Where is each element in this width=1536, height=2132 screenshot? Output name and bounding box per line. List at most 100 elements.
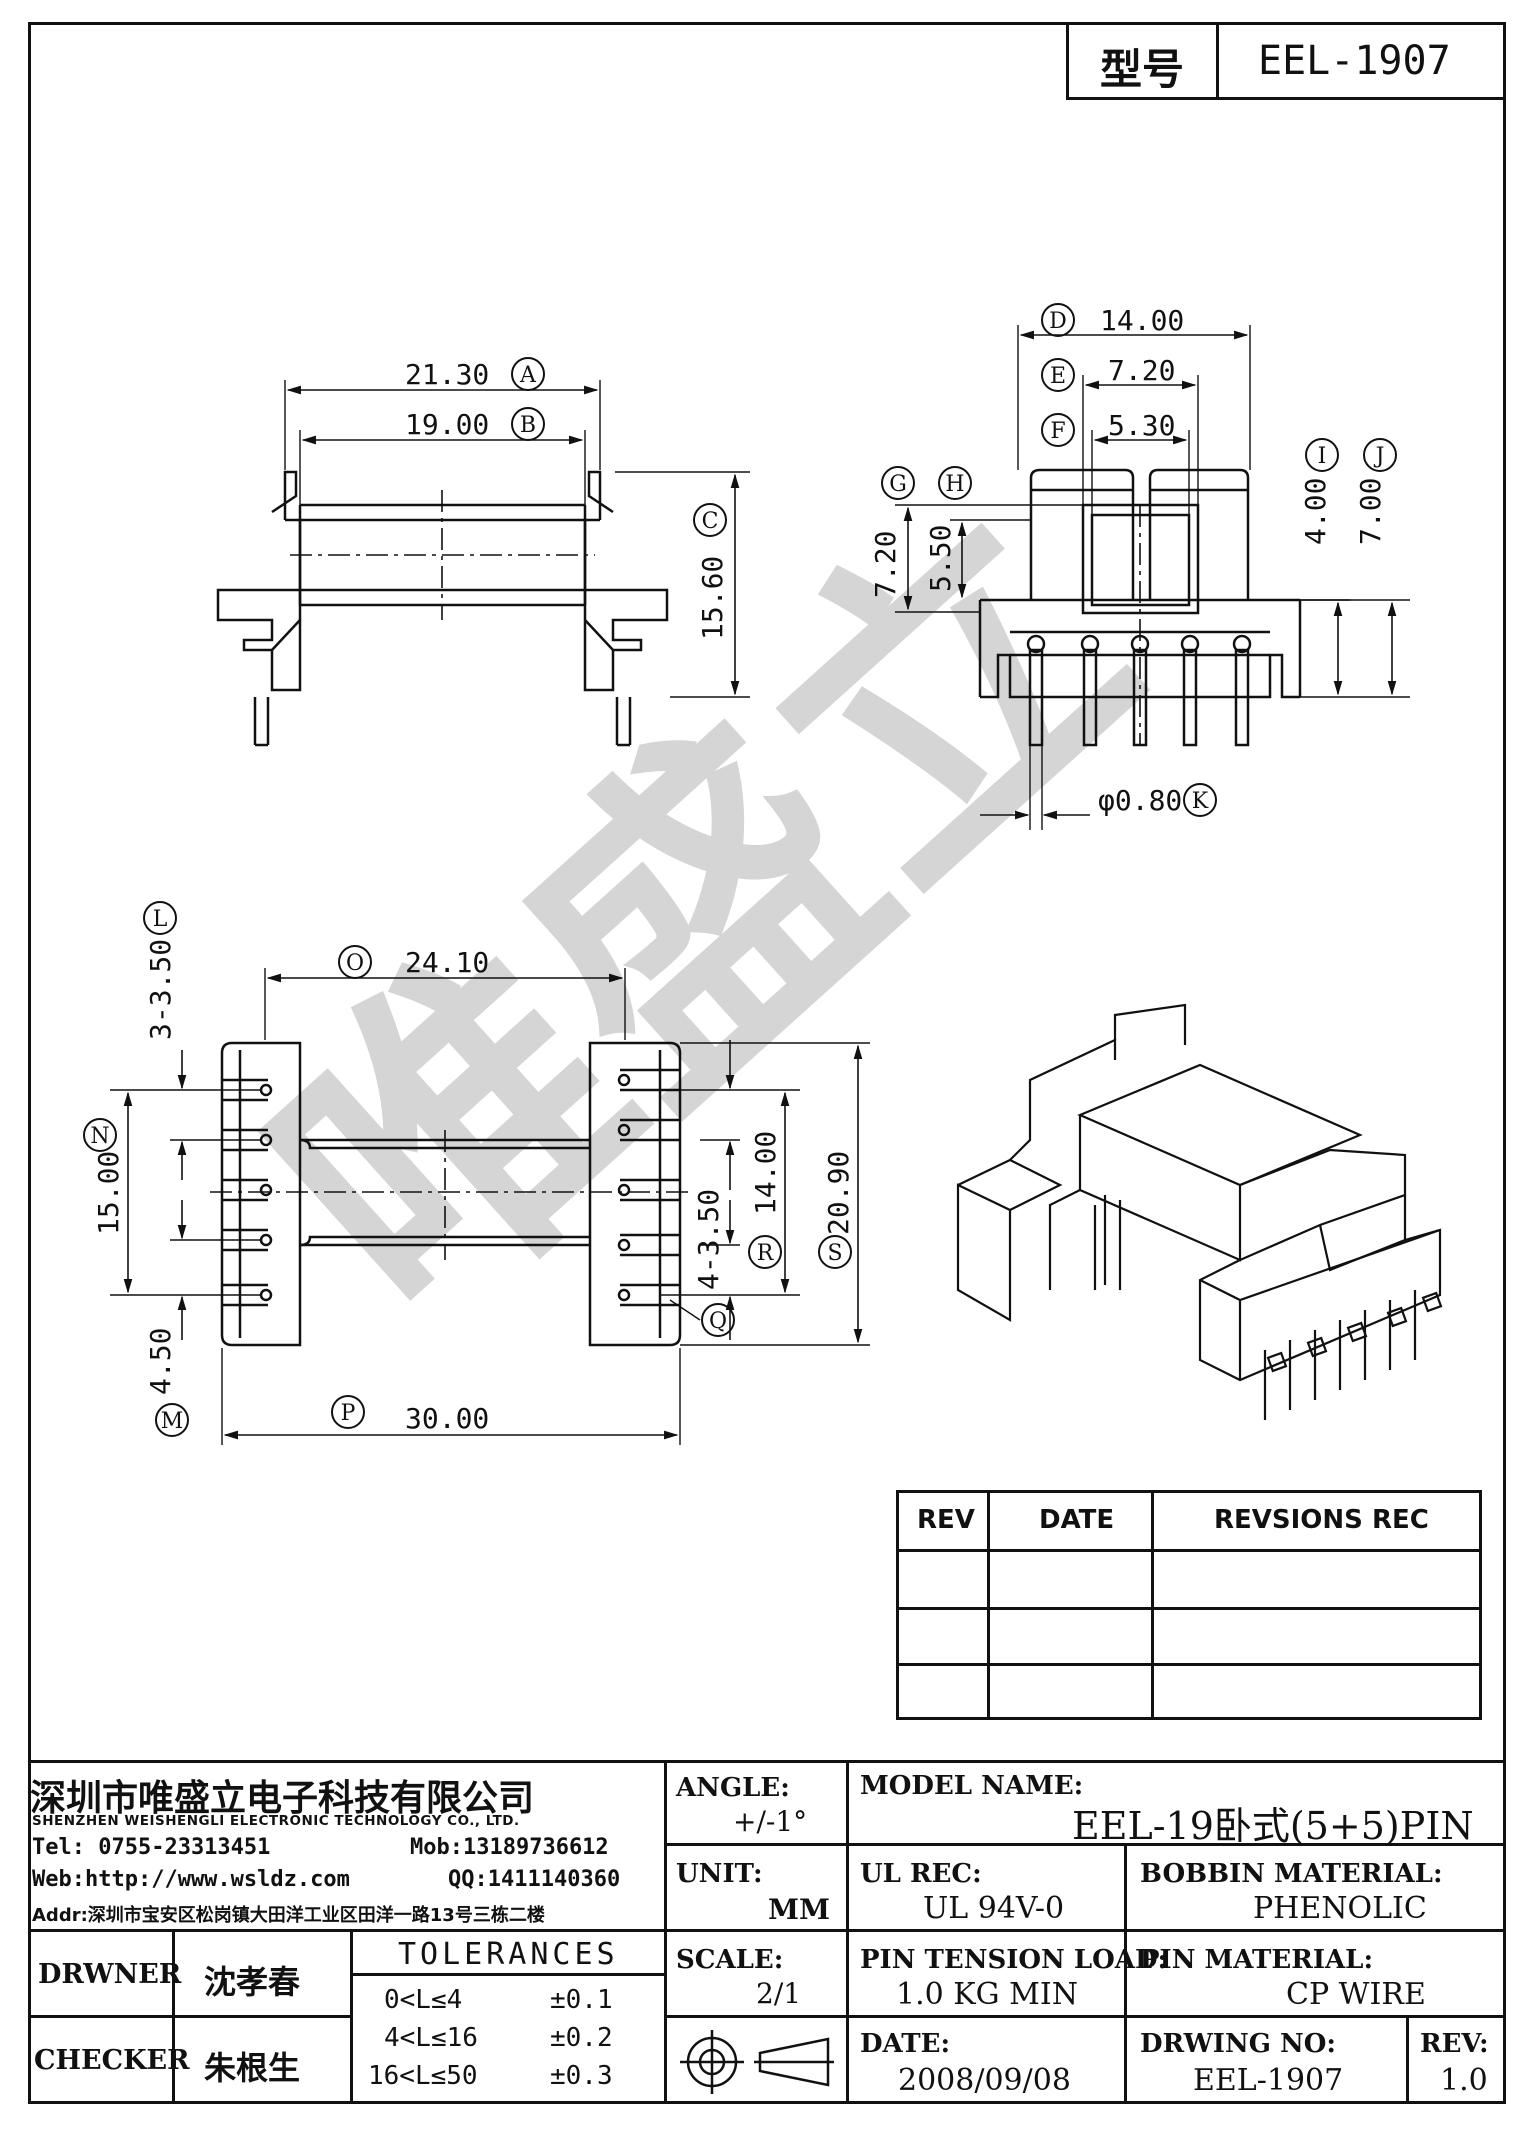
callout-c-letter: C — [702, 509, 719, 534]
pin-material-value: CP WIRE — [1286, 1977, 1426, 2012]
dim-l-value: 3-3.50 — [144, 939, 177, 1040]
callout-g-letter: G — [889, 472, 907, 497]
model-name-label: MODEL NAME: — [860, 1771, 1084, 1801]
ul-rec-label: UL REC: — [860, 1859, 982, 1889]
pin-tension-value: 1.0 KG MIN — [896, 1977, 1078, 2012]
callout-o: O — [338, 945, 372, 979]
callout-j: J — [1363, 438, 1397, 472]
pin-material-label: PIN MATERIAL: — [1140, 1945, 1374, 1975]
tolerances-title: TOLERANCES — [398, 1937, 619, 1972]
callout-l-letter: L — [153, 907, 168, 932]
rev-row — [899, 1610, 1479, 1663]
company-name-en: SHENZHEN WEISHENGLI ELECTRONIC TECHNOLOG… — [32, 1813, 520, 1829]
company-qq: QQ:1411140360 — [448, 1867, 621, 1892]
company-addr: Addr:深圳市宝安区松岗镇大田洋工业区田洋一路13号三栋二楼 — [32, 1905, 545, 1926]
rev-row — [899, 1666, 1479, 1720]
dim-b-value: 19.00 — [405, 408, 489, 441]
callout-n: N — [83, 1118, 117, 1152]
dim-h-value: 5.50 — [924, 525, 957, 592]
drawing-frame — [28, 22, 1506, 2104]
company-mob: Mob:13189736612 — [410, 1835, 609, 1860]
dim-s-value: 20.90 — [822, 1151, 855, 1235]
model-box-label: 型号 — [1100, 45, 1185, 94]
isometric-view — [956, 1003, 1443, 1420]
callout-l: L — [143, 901, 177, 935]
callout-o-letter: O — [346, 951, 364, 976]
tolerance-range-1: 0<L≤4 — [384, 1985, 463, 2015]
drawer-label: DRWNER — [38, 1959, 182, 1990]
angle-value: +/-1° — [733, 1805, 808, 1838]
pin-tension-label: PIN TENSION LOAD: — [860, 1945, 1168, 1975]
model-box-value: EEL-1907 — [1258, 38, 1451, 84]
callout-i: I — [1305, 438, 1339, 472]
model-name-value: EEL-19卧式(5+5)PIN — [1072, 1804, 1474, 1848]
drawer-value: 沈孝春 — [204, 1963, 301, 2001]
tolerance-range-3: 16<L≤50 — [368, 2061, 478, 2091]
bottom-view-pins — [222, 1068, 680, 1307]
callout-a: A — [511, 357, 545, 391]
tolerance-value-3: ±0.3 — [550, 2061, 613, 2091]
callout-j-letter: J — [1374, 444, 1385, 469]
callout-p: P — [331, 1395, 365, 1429]
drawing-no-label: DRWING NO: — [1140, 2029, 1336, 2059]
dim-f-value: 5.30 — [1108, 409, 1175, 442]
projection-symbol-icon — [680, 2030, 834, 2094]
bottom-view — [110, 968, 870, 1445]
dim-m-value: 4.50 — [144, 1328, 177, 1395]
callout-a-letter: A — [519, 363, 537, 388]
callout-d-letter: D — [1049, 309, 1067, 334]
dim-e-value: 7.20 — [1108, 354, 1175, 387]
dim-o-value: 24.10 — [405, 946, 489, 979]
unit-label: UNIT: — [676, 1859, 763, 1889]
callout-q-letter: Q — [709, 1309, 727, 1334]
angle-label: ANGLE: — [676, 1773, 790, 1803]
rev-header-rev: REV — [917, 1505, 975, 1535]
model-box-divider — [1216, 22, 1219, 100]
ul-rec-value: UL 94V-0 — [923, 1891, 1065, 1926]
callout-r: R — [748, 1235, 782, 1269]
scale-label: SCALE: — [676, 1945, 784, 1975]
tolerance-range-2: 4<L≤16 — [384, 2023, 478, 2053]
callout-c: C — [693, 503, 727, 537]
callout-g: G — [881, 466, 915, 500]
front-view — [216, 380, 750, 747]
callout-b-letter: B — [520, 413, 536, 438]
rev-header-date: DATE — [1039, 1505, 1115, 1535]
checker-value: 朱根生 — [204, 2049, 301, 2087]
callout-m-letter: M — [161, 1409, 184, 1434]
callout-h: H — [938, 466, 972, 500]
callout-e: E — [1041, 358, 1075, 392]
dim-d-value: 14.00 — [1100, 304, 1184, 337]
rev-value: 1.0 — [1440, 2063, 1488, 2098]
tolerance-value-2: ±0.2 — [550, 2023, 613, 2053]
company-web: Web:http://www.wsldz.com — [32, 1867, 350, 1892]
title-block: 深圳市唯盛立电子科技有限公司 SHENZHEN WEISHENGLI ELECT… — [28, 1760, 1506, 2104]
tolerance-value-1: ±0.1 — [550, 1985, 613, 2015]
dim-g-value: 7.20 — [869, 531, 902, 598]
company-name-cn: 深圳市唯盛立电子科技有限公司 — [30, 1778, 535, 1819]
callout-e-letter: E — [1050, 364, 1066, 389]
callout-f: F — [1041, 413, 1075, 447]
callout-i-letter: I — [1318, 444, 1327, 469]
callout-r-letter: R — [757, 1241, 775, 1266]
callout-k: K — [1183, 783, 1217, 817]
drawing-no-value: EEL-1907 — [1193, 2063, 1344, 2098]
checker-label: CHECKER — [34, 2045, 190, 2076]
dim-i-value: 4.00 — [1299, 478, 1332, 545]
callout-k-letter: K — [1192, 789, 1209, 814]
callout-d: D — [1041, 303, 1075, 337]
side-view-pins — [1026, 634, 1252, 747]
scale-value: 2/1 — [756, 1977, 802, 2010]
dim-a-value: 21.30 — [405, 358, 489, 391]
callout-b: B — [511, 407, 545, 441]
callout-p-letter: P — [341, 1401, 356, 1426]
date-value: 2008/09/08 — [898, 2063, 1071, 2098]
date-label: DATE: — [860, 2029, 951, 2059]
rev-label: REV: — [1420, 2029, 1489, 2059]
unit-value: MM — [768, 1893, 830, 1926]
callout-m: M — [155, 1403, 189, 1437]
dim-k-value: φ0.80 — [1098, 784, 1182, 817]
rev-row — [899, 1552, 1479, 1607]
callout-h-letter: H — [945, 472, 964, 497]
dim-r-value: 4-3.50 — [692, 1189, 725, 1290]
